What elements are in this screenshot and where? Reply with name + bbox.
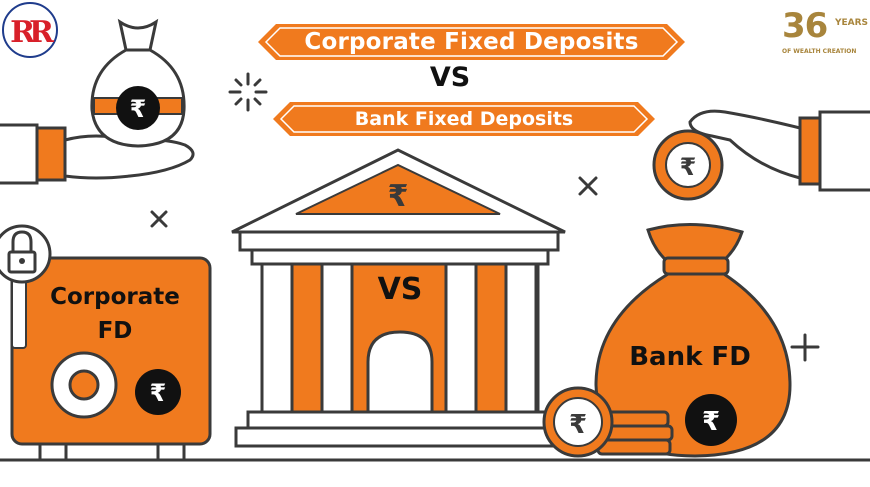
logo-number: 36 xyxy=(782,6,828,46)
rupee-symbol: ₹ xyxy=(150,379,167,407)
top-banner: Corporate Fixed Deposits xyxy=(304,29,639,55)
rupee-symbol: ₹ xyxy=(680,153,697,181)
bottom-banner: Bank Fixed Deposits xyxy=(354,108,574,130)
hand-icon xyxy=(688,109,870,192)
hand-icon xyxy=(0,123,195,185)
bottom-banner-shape xyxy=(273,102,655,136)
rupee-symbol: ₹ xyxy=(388,179,409,214)
money-bag-icon: ₹ xyxy=(90,18,186,148)
lock-icon xyxy=(0,224,52,284)
top-banner-shape xyxy=(258,24,685,60)
coin-icon: ₹ xyxy=(652,129,724,201)
coin-stack-icon xyxy=(596,410,674,456)
sparkle-icon xyxy=(228,72,268,112)
safe-icon: ₹ xyxy=(10,256,212,462)
corporate-fd-line1: Corporate xyxy=(50,284,180,310)
corporate-fd-label: Corporate FD xyxy=(30,280,200,348)
rupee-symbol: ₹ xyxy=(130,95,147,123)
brand-logo-icon: RR xyxy=(2,2,61,58)
cross-icon xyxy=(150,210,168,228)
logo-years: YEARS xyxy=(835,18,869,28)
vs-heading: VS xyxy=(429,62,471,93)
logo-tagline: OF WEALTH CREATION xyxy=(782,48,857,55)
coin-icon: ₹ xyxy=(542,386,614,458)
bank-fd-label: Bank FD xyxy=(629,342,751,372)
plus-icon xyxy=(790,333,820,362)
rupee-symbol: ₹ xyxy=(569,410,587,440)
anniversary-logo: 36 YEARS OF WEALTH CREATION xyxy=(782,6,868,60)
bank-icon: ₹ xyxy=(231,148,566,448)
money-bag-icon: ₹ xyxy=(594,223,792,458)
bank-vs-label: VS xyxy=(377,272,423,307)
cross-icon xyxy=(578,176,598,196)
rupee-symbol: ₹ xyxy=(702,407,720,437)
corporate-fd-line2: FD xyxy=(97,318,133,344)
